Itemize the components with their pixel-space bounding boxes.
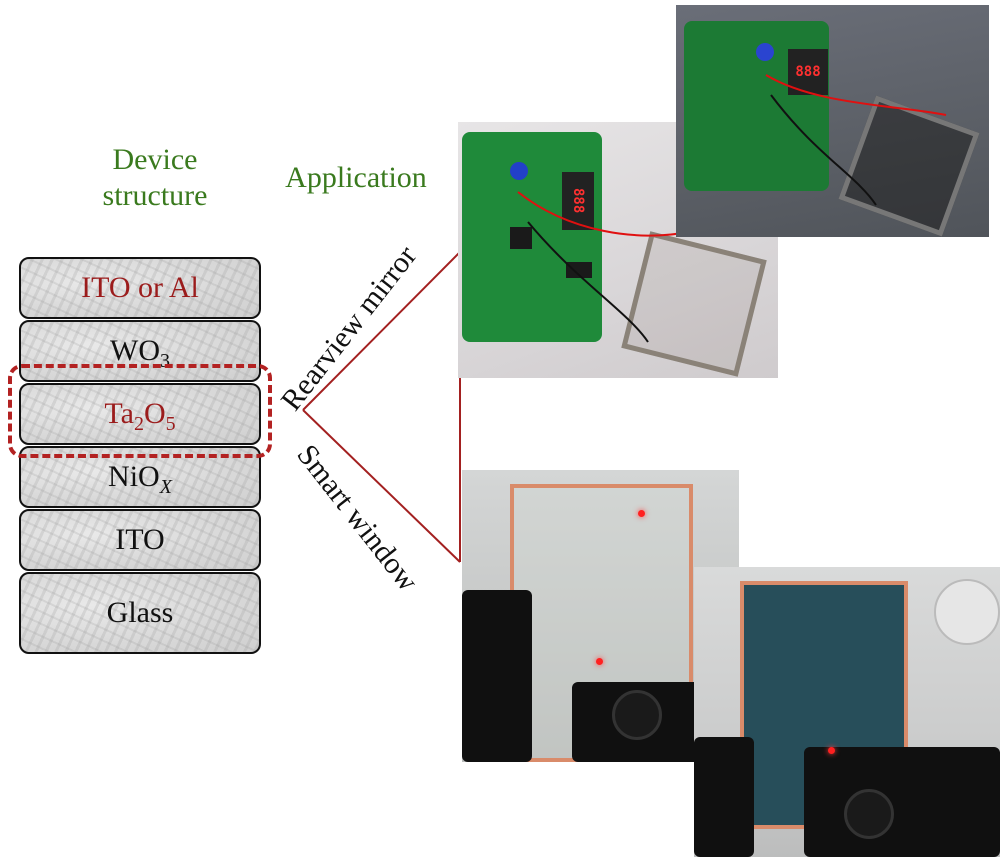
laser-spot-clear	[596, 658, 603, 665]
layer-ta2o5-sub-b: 5	[165, 413, 176, 435]
mount-bracket-colored	[804, 747, 1000, 857]
layer-ito: ITO	[19, 509, 261, 571]
layer-glass-label: Glass	[106, 596, 174, 629]
layer-ta2o5-sub-a: 2	[133, 413, 144, 435]
layer-niox-sub: X	[159, 476, 172, 498]
adjustment-knob	[612, 690, 662, 740]
pcb-chip	[510, 227, 532, 249]
wires	[517, 191, 689, 343]
smart-window-clear-photo	[462, 470, 739, 762]
layer-ta2o5-text-a: Ta	[104, 397, 134, 430]
pcb-board	[462, 132, 602, 342]
blue-potentiometer	[510, 162, 528, 180]
wires-dark	[765, 74, 947, 206]
laser-spot-colored	[828, 747, 835, 754]
device-structure-heading: Device structure	[80, 142, 230, 214]
branch-line-upper	[302, 251, 461, 411]
layer-glass: Glass	[19, 572, 261, 654]
layer-ito-or-al-label: ITO or Al	[81, 271, 199, 304]
layer-wo3-text: WO	[110, 334, 160, 367]
laser-spot-clear-2	[638, 510, 645, 517]
electrolyte-highlight-box	[8, 364, 272, 458]
layer-wo3-sub: 3	[159, 350, 170, 372]
application-heading: Application	[285, 161, 427, 194]
device-structure-heading-line2: structure	[102, 179, 208, 212]
pcb-chip-2	[566, 262, 592, 278]
layer-ta2o5-text-b: O	[143, 397, 166, 430]
clamp-holder-left-colored	[694, 737, 754, 857]
branch-line-lower	[302, 409, 461, 563]
layer-niox-text: NiO	[108, 460, 160, 493]
blue-potentiometer-dark	[756, 43, 774, 61]
rearview-mirror-dark-photo: 888	[676, 5, 989, 237]
clamp-holder-left	[462, 590, 532, 762]
device-structure-heading-line1: Device	[112, 143, 198, 176]
adjustment-knob-colored	[844, 789, 894, 839]
layer-ito-label: ITO	[115, 523, 165, 556]
smart-window-colored-photo	[694, 567, 1000, 857]
layer-ito-or-al: ITO or Al	[19, 257, 261, 319]
reference-electrode	[934, 579, 1000, 645]
